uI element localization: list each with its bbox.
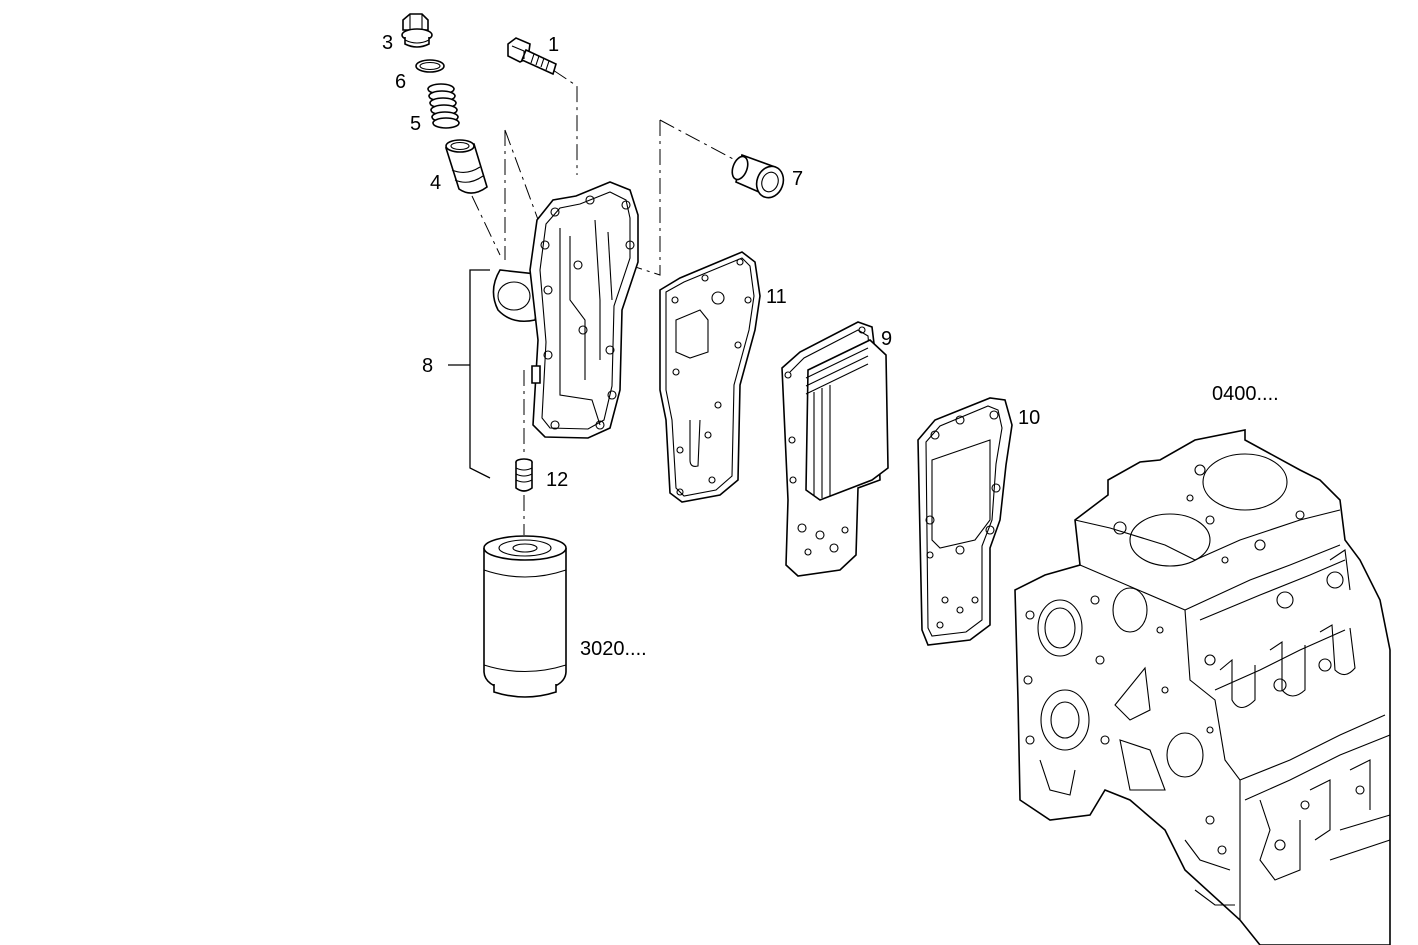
- callout-5: 5: [410, 113, 421, 135]
- gasket-icon: [659, 251, 761, 503]
- callout-ref-filter: 3020....: [580, 638, 647, 660]
- spring-icon: [427, 83, 460, 129]
- callout-labels: 1 3 6 5 4 7 8 11 9 10 12 3020.... 0400..…: [382, 32, 1279, 660]
- engine-block-icon: [1014, 429, 1391, 945]
- callout-12: 12: [546, 469, 568, 491]
- assembly-center-lines: [471, 69, 736, 535]
- bushing-icon: [731, 153, 785, 199]
- callout-9: 9: [881, 328, 892, 350]
- callout-1: 1: [548, 34, 559, 56]
- gasket-icon: [917, 397, 1013, 646]
- valve-sleeve-icon: [444, 139, 488, 194]
- callout-8: 8: [422, 355, 433, 377]
- callout-6: 6: [395, 71, 406, 93]
- callout-3: 3: [382, 32, 393, 54]
- plug-icon: [401, 13, 433, 48]
- bolt-icon: [507, 37, 557, 76]
- threaded-nipple-icon: [515, 458, 533, 492]
- callout-11: 11: [766, 286, 787, 308]
- oil-filter-cartridge-icon: [483, 535, 567, 698]
- oil-filter-housing-icon: [492, 181, 639, 439]
- callout-ref-block: 0400....: [1212, 383, 1279, 405]
- callout-7: 7: [792, 168, 803, 190]
- callout-4: 4: [430, 172, 441, 194]
- bracket-8-leader: [448, 269, 491, 479]
- callout-10: 10: [1018, 407, 1040, 429]
- o-ring-icon: [415, 59, 445, 73]
- oil-cooler-icon: [781, 321, 889, 577]
